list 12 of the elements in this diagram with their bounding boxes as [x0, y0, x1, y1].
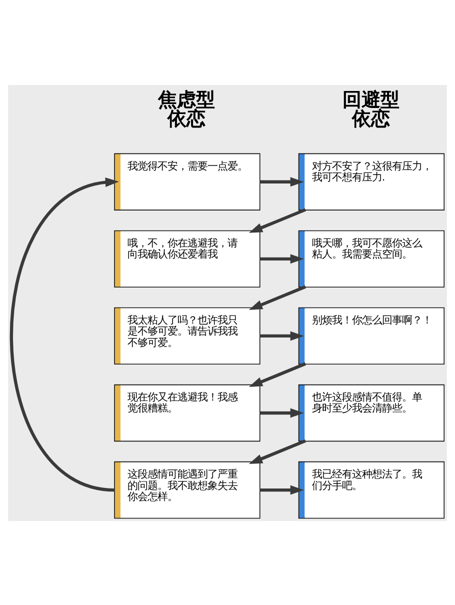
arrow [260, 176, 304, 186]
label: 回避型依恋 [342, 88, 400, 130]
arrow [248, 284, 306, 310]
arrow [10, 177, 119, 492]
arrow [248, 362, 306, 386]
arrow [260, 254, 304, 264]
arrow [260, 484, 304, 494]
label: 焦虑型依恋 [158, 88, 216, 130]
arrow [248, 438, 306, 464]
arrow [260, 330, 304, 340]
arrow [260, 408, 304, 418]
arrow [248, 208, 306, 232]
